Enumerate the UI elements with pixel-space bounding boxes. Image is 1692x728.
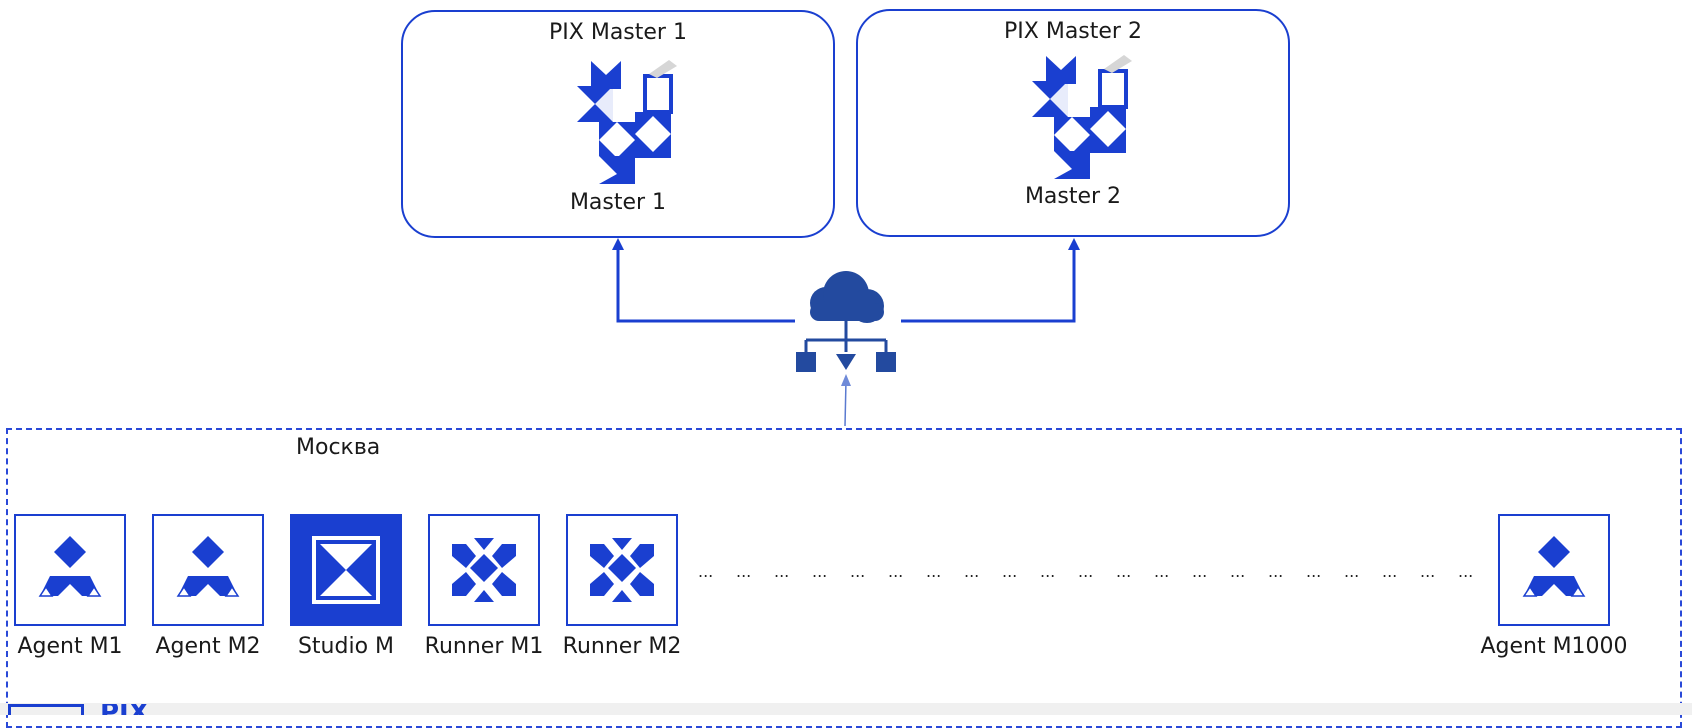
studio-icon bbox=[312, 536, 380, 604]
ellipsis: ... bbox=[964, 562, 980, 581]
ellipsis: ... bbox=[1002, 562, 1018, 581]
pix-master-logo-icon bbox=[577, 60, 677, 184]
agent-icon bbox=[176, 536, 240, 597]
ellipsis: ... bbox=[1154, 562, 1170, 581]
ellipsis: ... bbox=[736, 562, 752, 581]
ellipsis: ... bbox=[698, 562, 714, 581]
node-icon-box bbox=[152, 514, 264, 626]
master-title: PIX Master 1 bbox=[549, 20, 687, 45]
master-title: PIX Master 2 bbox=[1004, 19, 1142, 44]
node-studio-m[interactable]: Studio M bbox=[290, 514, 402, 659]
runner-icon bbox=[452, 538, 516, 602]
ellipsis: ... bbox=[774, 562, 790, 581]
arrow-to-master2 bbox=[1068, 238, 1080, 250]
node-icon-box bbox=[428, 514, 540, 626]
master-subtitle: Master 2 bbox=[1024, 184, 1122, 209]
ellipsis: ... bbox=[1344, 562, 1360, 581]
ellipsis: ... bbox=[1192, 562, 1208, 581]
ellipsis: ... bbox=[1040, 562, 1056, 581]
node-label: Agent M1 bbox=[17, 634, 123, 659]
node-label: Studio M bbox=[297, 634, 395, 659]
node-agent-m1000[interactable]: Agent M1000 bbox=[1480, 514, 1628, 659]
ellipsis: ... bbox=[850, 562, 866, 581]
footer-brand-text: PIX Robotics bbox=[100, 704, 260, 715]
connector-to-master2 bbox=[901, 246, 1076, 323]
region-label: Москва bbox=[296, 435, 381, 460]
arrow-to-network bbox=[841, 374, 851, 386]
ellipsis: ... bbox=[1268, 562, 1284, 581]
arrow-to-master1 bbox=[612, 238, 624, 250]
node-label: Runner M1 bbox=[424, 634, 544, 659]
ellipsis: ... bbox=[926, 562, 942, 581]
ellipsis: ... bbox=[1458, 562, 1474, 581]
ellipsis: ... bbox=[888, 562, 904, 581]
node-label: Runner M2 bbox=[562, 634, 682, 659]
node-icon-box bbox=[290, 514, 402, 626]
node-icon-box bbox=[1498, 514, 1610, 626]
runner-icon bbox=[590, 538, 654, 602]
node-runner-m1[interactable]: Runner M1 bbox=[425, 514, 543, 659]
node-icon-box bbox=[14, 514, 126, 626]
footer-strip bbox=[0, 703, 1692, 715]
ellipsis: ... bbox=[1382, 562, 1398, 581]
ellipsis: ... bbox=[1306, 562, 1322, 581]
connector-to-master1 bbox=[616, 246, 795, 323]
node-icon-box bbox=[566, 514, 678, 626]
agent-icon bbox=[1522, 536, 1586, 597]
master-node-1[interactable]: PIX Master 1 Master 1 bbox=[401, 10, 835, 238]
ellipsis: ... bbox=[1078, 562, 1094, 581]
node-agent-m1[interactable]: Agent M1 bbox=[14, 514, 126, 659]
master-node-2[interactable]: PIX Master 2 Master 2 bbox=[856, 9, 1290, 237]
ellipsis-row: ... ... ... ... ... ... ... ... ... ... … bbox=[690, 562, 1490, 586]
ellipsis: ... bbox=[1116, 562, 1132, 581]
node-runner-m2[interactable]: Runner M2 bbox=[563, 514, 681, 659]
ellipsis: ... bbox=[812, 562, 828, 581]
node-label: Agent M1000 bbox=[1480, 634, 1628, 659]
node-label: Agent M2 bbox=[155, 634, 261, 659]
footer-brand: PIX Robotics bbox=[100, 704, 260, 715]
node-agent-m2[interactable]: Agent M2 bbox=[152, 514, 264, 659]
pix-master-logo-icon bbox=[1032, 55, 1132, 179]
master-subtitle: Master 1 bbox=[569, 190, 667, 215]
pix-logo-icon bbox=[8, 704, 84, 715]
connector-from-region bbox=[844, 379, 847, 427]
agent-icon bbox=[38, 536, 102, 597]
cloud-network-icon bbox=[796, 271, 896, 372]
ellipsis: ... bbox=[1230, 562, 1246, 581]
ellipsis: ... bbox=[1420, 562, 1436, 581]
